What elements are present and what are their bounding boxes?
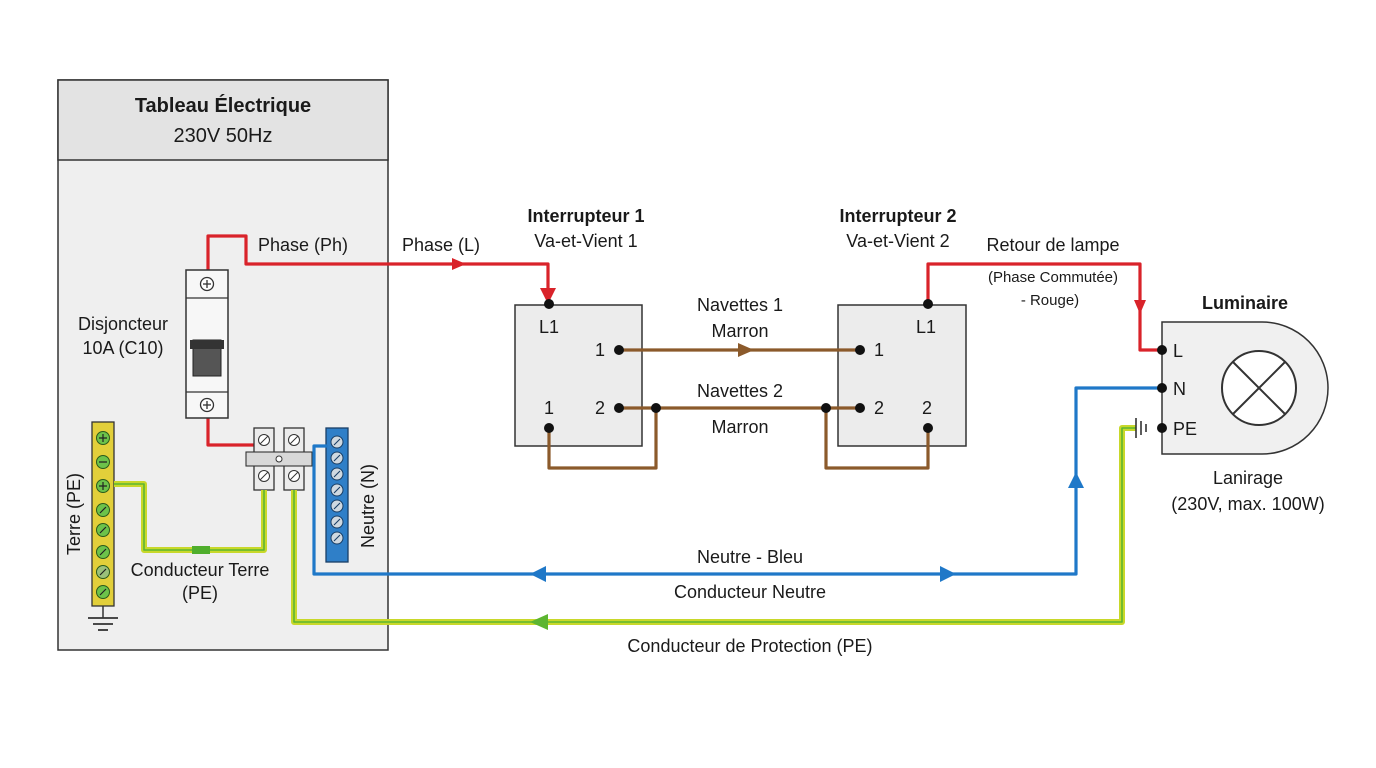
earth-bar-label: Terre (PE)	[64, 473, 84, 555]
return-arrow	[1134, 300, 1146, 314]
earth-bar-terminals	[96, 431, 110, 599]
neutral-arrow-right	[940, 566, 956, 582]
luminaire-title: Luminaire	[1202, 293, 1288, 313]
earth-bar	[91, 421, 115, 618]
breaker-label-1: Disjoncteur	[78, 314, 168, 334]
switch1-bottom-1: 1	[544, 398, 554, 418]
terminal-blocks	[245, 427, 313, 491]
traveler-loop-1	[547, 406, 658, 470]
switch2-terminal-l1: L1	[916, 317, 936, 337]
traveler-1-arrow	[738, 343, 754, 357]
switch1-terminal-2: 2	[595, 398, 605, 418]
phase-arrow-mid	[452, 258, 466, 270]
ground-icon	[88, 617, 118, 631]
return-label-2: (Phase Commutée)	[988, 269, 1118, 286]
switch1-terminal-1: 1	[595, 340, 605, 360]
screw-icon	[199, 397, 215, 413]
pe-line-label: Conducteur de Protection (PE)	[627, 636, 872, 656]
phase-wires	[206, 234, 1162, 447]
traveler1-label-2: Marron	[711, 321, 768, 341]
breaker[interactable]	[185, 269, 229, 419]
earth-conductor-label-2: (PE)	[182, 583, 218, 603]
traveler1-label-1: Navettes 1	[697, 295, 783, 315]
neutral-bar-label: Neutre (N)	[358, 464, 378, 548]
breaker-label-2: 10A (C10)	[82, 338, 163, 358]
luminaire-terminal-l: L	[1173, 341, 1183, 361]
traveler2-label-2: Marron	[711, 417, 768, 437]
neutral-line-label-top: Neutre - Bleu	[697, 547, 803, 567]
earth-conductor-label-1: Conducteur Terre	[131, 560, 270, 580]
traveler-wires	[547, 343, 930, 470]
return-label-3: - Rouge)	[1021, 292, 1079, 309]
switch1-body	[514, 304, 643, 447]
luminaire-terminal-pe: PE	[1173, 419, 1197, 439]
panel-header	[57, 79, 389, 161]
phase-ph-label: Phase (Ph)	[258, 235, 348, 255]
switch2-subtitle: Va-et-Vient 2	[846, 231, 949, 251]
panel-title: Tableau Électrique	[135, 94, 311, 117]
return-label-1: Retour de lampe	[986, 235, 1119, 255]
screw-icon	[199, 276, 215, 292]
luminaire-terminal-n: N	[1173, 379, 1186, 399]
luminaire: L N PE	[1135, 321, 1329, 455]
phase-l-label: Phase (L)	[402, 235, 480, 255]
neutral-bar	[325, 427, 349, 563]
switch2-terminal-1: 1	[874, 340, 884, 360]
switch1-title: Interrupteur 1	[527, 206, 644, 226]
neutral-arrow-up	[1068, 472, 1084, 488]
neutral-line-label-bottom: Conducteur Neutre	[674, 582, 826, 602]
luminaire-caption-2: (230V, max. 100W)	[1171, 494, 1324, 514]
traveler2-label-1: Navettes 2	[697, 381, 783, 401]
neutral-arrow-left	[530, 566, 546, 582]
switch1-subtitle: Va-et-Vient 1	[534, 231, 637, 251]
earth-conductors	[114, 425, 1136, 630]
switch2-body	[837, 304, 967, 447]
panel-subtitle: 230V 50Hz	[174, 125, 273, 147]
lamp-icon	[1221, 350, 1297, 426]
switch1-terminal-l1: L1	[539, 317, 559, 337]
switch2-bottom-2: 2	[922, 398, 932, 418]
phase-wire-breaker-bottom	[206, 416, 260, 447]
luminaire-caption-1: Lanirage	[1213, 468, 1283, 488]
switch-2[interactable]: L1 1 2 2	[837, 304, 967, 447]
switch2-terminal-2: 2	[874, 398, 884, 418]
earth-symbol-icon	[1135, 418, 1147, 438]
neutral-conductor	[312, 386, 1162, 582]
pe-arrow	[530, 614, 548, 630]
traveler-loop-2	[824, 406, 930, 470]
switch-1[interactable]: L1 1 2 1	[514, 304, 643, 447]
terminal-dots	[544, 299, 933, 433]
switch2-title: Interrupteur 2	[839, 206, 956, 226]
return-wire	[926, 262, 1162, 352]
phase-wire-breaker-top	[206, 234, 556, 304]
